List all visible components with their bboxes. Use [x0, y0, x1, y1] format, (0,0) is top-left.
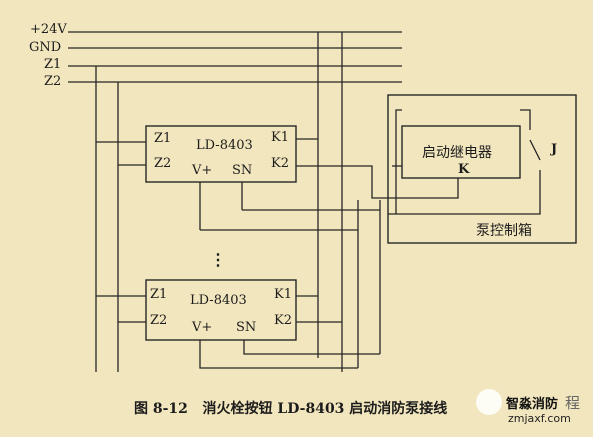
m1-label-z2: Z2: [154, 156, 172, 171]
pump-box-label: 泵控制箱: [476, 223, 532, 239]
relay-k-label: K: [458, 162, 470, 177]
start-relay-box: [401, 125, 521, 179]
contact-j-top: [520, 109, 531, 130]
watermark-url: zmjaxf.com: [508, 412, 571, 425]
watermark-name: 智淼消防: [506, 397, 559, 412]
bus-label-z2: Z2: [44, 74, 62, 89]
module-1-box: [145, 125, 297, 183]
watermark-logo-icon: [476, 389, 502, 415]
bus-label-z1: Z1: [44, 57, 62, 72]
contact-j-left: [395, 109, 402, 214]
m1-label-z1: Z1: [154, 131, 172, 146]
m1-label-sn: SN: [232, 163, 253, 178]
zone-verticals: [95, 66, 119, 372]
contact-j-switch: [529, 139, 541, 161]
m2-label-z2: Z2: [150, 313, 168, 328]
m2-label-vplus: V+: [192, 320, 213, 335]
ellipsis-more-modules: ⋮: [210, 250, 226, 269]
module-2-box: [145, 279, 297, 341]
m2-title: LD-8403: [190, 293, 247, 308]
m2-label-k2: K2: [274, 313, 292, 328]
m2-label-sn: SN: [236, 320, 257, 335]
bus-label-24v: +24V: [30, 22, 67, 37]
m2-label-z1: Z1: [150, 287, 168, 302]
relay-coil-wire: [342, 165, 459, 199]
switch-j-label: J: [551, 142, 558, 157]
pump-control-box: [387, 94, 577, 244]
m1-label-k1: K1: [271, 130, 289, 145]
relay-label: 启动继电器: [422, 145, 492, 161]
m1-label-k2: K2: [271, 156, 289, 171]
m2-sn-wire: [243, 340, 380, 355]
bus-lines: [68, 31, 402, 83]
m2-label-k1: K1: [274, 287, 292, 302]
contact-j-bottom: [388, 170, 541, 215]
m1-title: LD-8403: [196, 138, 253, 153]
bus-label-gnd: GND: [29, 40, 62, 55]
m1-label-vplus: V+: [192, 163, 213, 178]
m2-vplus-wire: [199, 340, 358, 369]
watermark-tail: 程: [565, 394, 581, 412]
figure-caption: 图 8-12 消火栓按钮 LD-8403 启动消防泵接线: [134, 401, 448, 417]
